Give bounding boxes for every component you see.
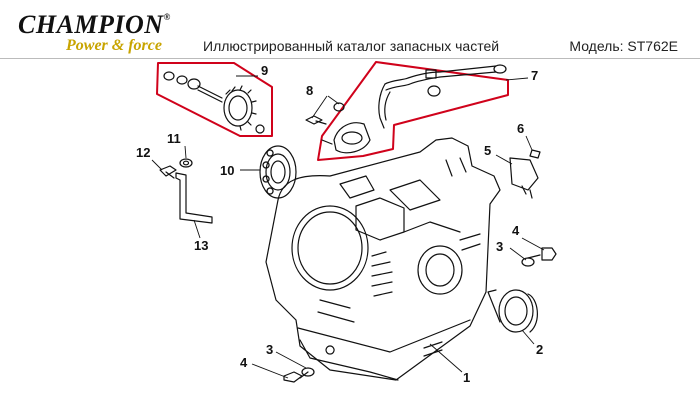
callout-3-left: 3 xyxy=(266,342,273,357)
callout-4-right: 4 xyxy=(512,223,520,238)
callout-4-left: 4 xyxy=(240,355,248,370)
callout-6: 6 xyxy=(517,121,524,136)
header-divider xyxy=(0,58,700,59)
brand-name: CHAMPION xyxy=(18,10,164,39)
callout-8: 8 xyxy=(306,83,313,98)
part-3-4-washer-bolt-right xyxy=(521,247,557,267)
part-11-washer xyxy=(179,158,193,168)
part-12-clip xyxy=(159,165,177,179)
callout-10: 10 xyxy=(220,163,234,178)
part-9-governor-assembly xyxy=(156,62,273,137)
part-10-bearing xyxy=(259,145,297,199)
callout-1: 1 xyxy=(463,370,470,385)
catalog-title: Иллюстрированный каталог запасных частей xyxy=(203,38,500,54)
callout-2: 2 xyxy=(536,342,543,357)
leader-lines xyxy=(151,75,545,379)
part-8-bolt-nut xyxy=(305,102,345,125)
part-3-4-washer-bolt-left xyxy=(283,367,315,383)
part-7-wiring-harness xyxy=(317,61,509,161)
model-label: Модель: ST762E xyxy=(569,38,678,54)
callout-5: 5 xyxy=(484,143,491,158)
champion-logo: CHAMPION® xyxy=(18,10,171,39)
part-1-crankcase xyxy=(265,137,501,381)
brand-tagline: Power & force xyxy=(66,37,162,54)
callout-3-right: 3 xyxy=(496,239,503,254)
part-13-governor-shaft xyxy=(175,172,213,224)
callout-7: 7 xyxy=(531,68,538,83)
callout-numbers: 9 8 7 6 5 11 12 10 13 4 3 2 1 3 4 xyxy=(136,63,543,385)
callout-9: 9 xyxy=(261,63,268,78)
part-2-oil-seal xyxy=(498,289,538,333)
callout-11: 11 xyxy=(167,131,181,146)
callout-13: 13 xyxy=(194,238,208,253)
callout-12: 12 xyxy=(136,145,150,160)
page-header: CHAMPION® Power & force Иллюстрированный… xyxy=(0,0,700,62)
part-5-6-sensor-bracket xyxy=(509,149,541,199)
